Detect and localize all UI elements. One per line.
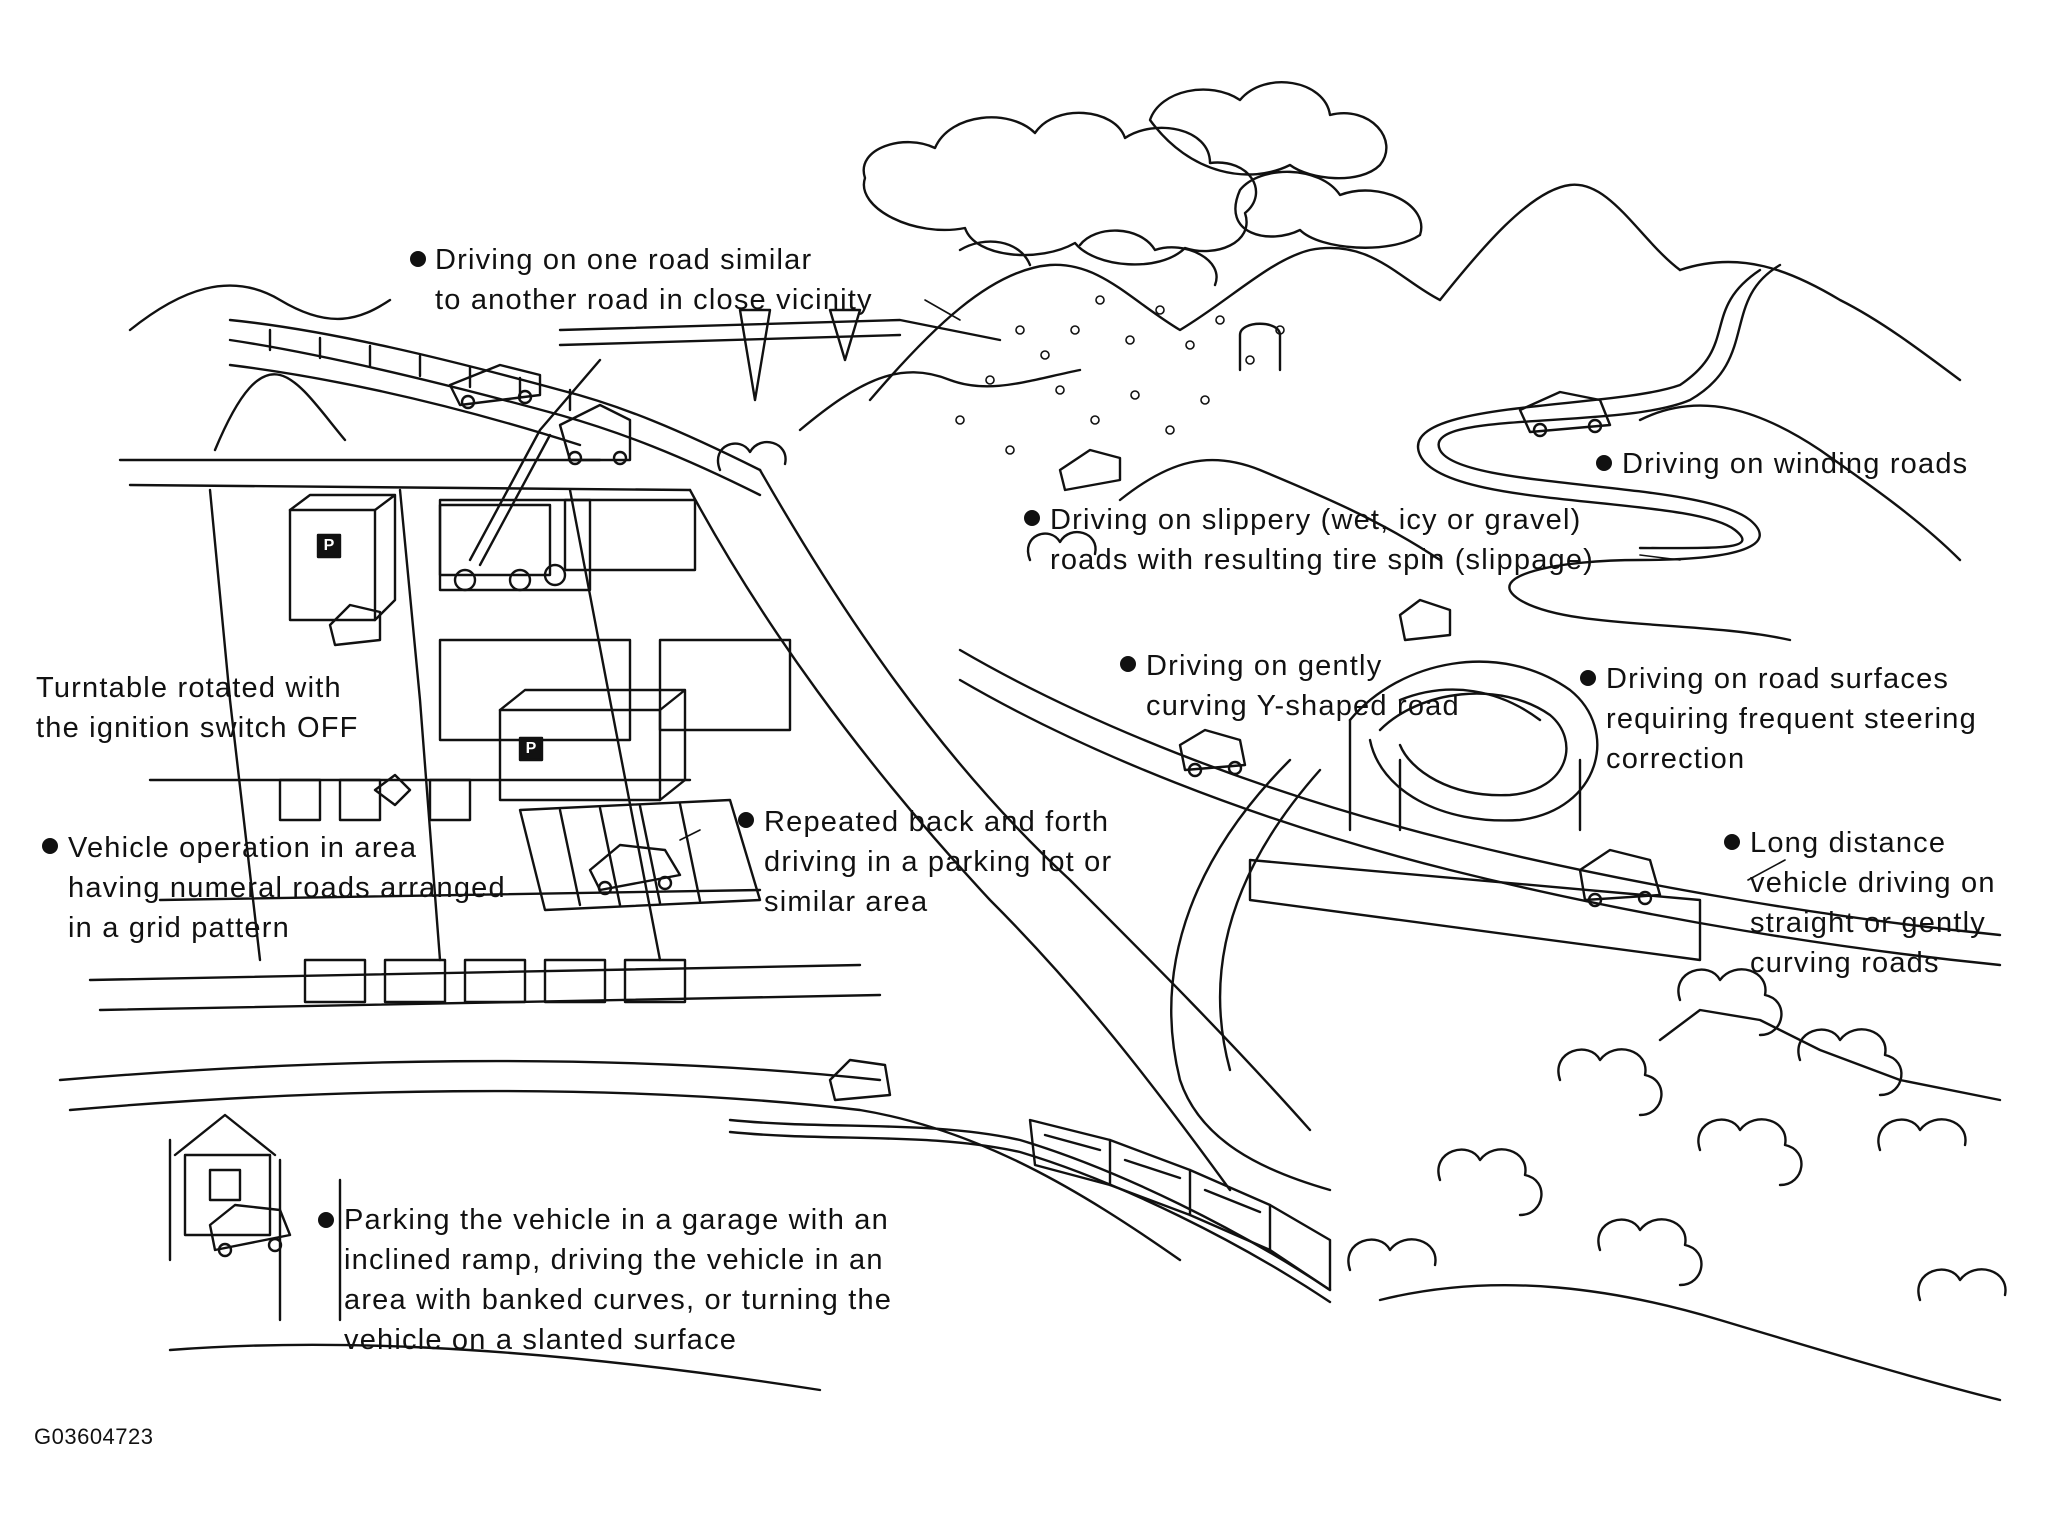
label-grid-line3: in a grid pattern [68, 912, 290, 944]
label-grid: Vehicle operation in area having numeral… [68, 828, 506, 948]
parking-sign-2: P [525, 740, 537, 757]
label-parking-lot: Repeated back and forth driving in a par… [764, 802, 1112, 922]
label-winding-line1: Driving on winding roads [1622, 448, 1969, 480]
cars [208, 363, 1662, 1258]
long-highway [958, 648, 2002, 967]
label-garage-line4: vehicle on a slanted surface [344, 1324, 738, 1356]
label-garage-line2: inclined ramp, driving the vehicle in an [344, 1244, 884, 1276]
label-turntable-line2: the ignition switch OFF [36, 712, 359, 744]
label-similar-road-line1: Driving on one road similar [435, 244, 813, 276]
house [168, 1113, 822, 1392]
bullet-grid [42, 838, 58, 854]
label-turntable: Turntable rotated with the ignition swit… [36, 668, 359, 748]
crane [438, 358, 602, 592]
label-parking-lot-line2: driving in a parking lot or [764, 846, 1113, 878]
bullet-garage [318, 1212, 334, 1228]
label-slippery: Driving on slippery (wet, icy or gravel)… [1050, 500, 1594, 580]
trees [716, 441, 2007, 1402]
figure-id: G03604723 [34, 1424, 154, 1449]
leader-lines [679, 299, 1786, 881]
label-winding: Driving on winding roads [1622, 444, 1968, 484]
train [1028, 1118, 1332, 1292]
mountains [128, 183, 1962, 722]
label-long-distance: Long distance vehicle driving on straigh… [1750, 823, 1996, 983]
label-grid-line2: having numeral roads arranged [68, 872, 506, 904]
power-lines [558, 308, 1002, 402]
gravel-dots [955, 295, 1285, 455]
label-long-distance-line1: Long distance [1750, 827, 1947, 859]
label-long-distance-line3: straight or gently [1750, 907, 1986, 939]
bullet-parking-lot [738, 812, 754, 828]
label-grid-line1: Vehicle operation in area [68, 832, 418, 864]
label-y-shaped-line1: Driving on gently [1146, 650, 1383, 682]
label-y-shaped: Driving on gently curving Y-shaped road [1146, 646, 1460, 726]
bullet-steering [1580, 670, 1596, 686]
label-parking-lot-line3: similar area [764, 886, 929, 918]
parking-building-1 [288, 493, 397, 622]
label-turntable-line1: Turntable rotated with [36, 672, 342, 704]
label-similar-road: Driving on one road similar to another r… [435, 240, 873, 320]
bullet-long-distance [1724, 834, 1740, 850]
bullet-y-shaped [1120, 656, 1136, 672]
label-long-distance-line4: curving roads [1750, 947, 1940, 979]
label-garage-line3: area with banked curves, or turning the [344, 1284, 893, 1316]
bullet-slippery [1024, 510, 1040, 526]
label-steering: Driving on road surfaces requiring frequ… [1606, 659, 1977, 779]
label-slippery-line1: Driving on slippery (wet, icy or gravel) [1050, 504, 1582, 536]
label-steering-line3: correction [1606, 743, 1746, 775]
label-steering-line1: Driving on road surfaces [1606, 663, 1950, 695]
label-y-shaped-line2: curving Y-shaped road [1146, 690, 1460, 722]
bullet-similar-road [410, 251, 426, 267]
label-steering-line2: requiring frequent steering [1606, 703, 1977, 735]
tunnel [1238, 322, 1282, 372]
bullet-winding [1596, 455, 1612, 471]
winding-road [1416, 263, 1792, 642]
label-parking-lot-line1: Repeated back and forth [764, 806, 1110, 838]
clouds [862, 81, 1423, 287]
city-grid [58, 458, 1312, 1262]
label-slippery-line2: roads with resulting tire spin (slippage… [1050, 544, 1595, 576]
parking-lot [518, 798, 762, 912]
label-similar-road-line2: to another road in close vicinity [435, 284, 873, 316]
spiral-interchange [1170, 660, 1599, 1192]
parking-sign-1: P [323, 537, 335, 554]
label-garage: Parking the vehicle in a garage with an … [344, 1200, 892, 1360]
label-garage-line1: Parking the vehicle in a garage with an [344, 1204, 889, 1236]
upper-highway [228, 318, 762, 497]
parking-building-2 [498, 688, 687, 802]
label-long-distance-line2: vehicle driving on [1750, 867, 1996, 899]
